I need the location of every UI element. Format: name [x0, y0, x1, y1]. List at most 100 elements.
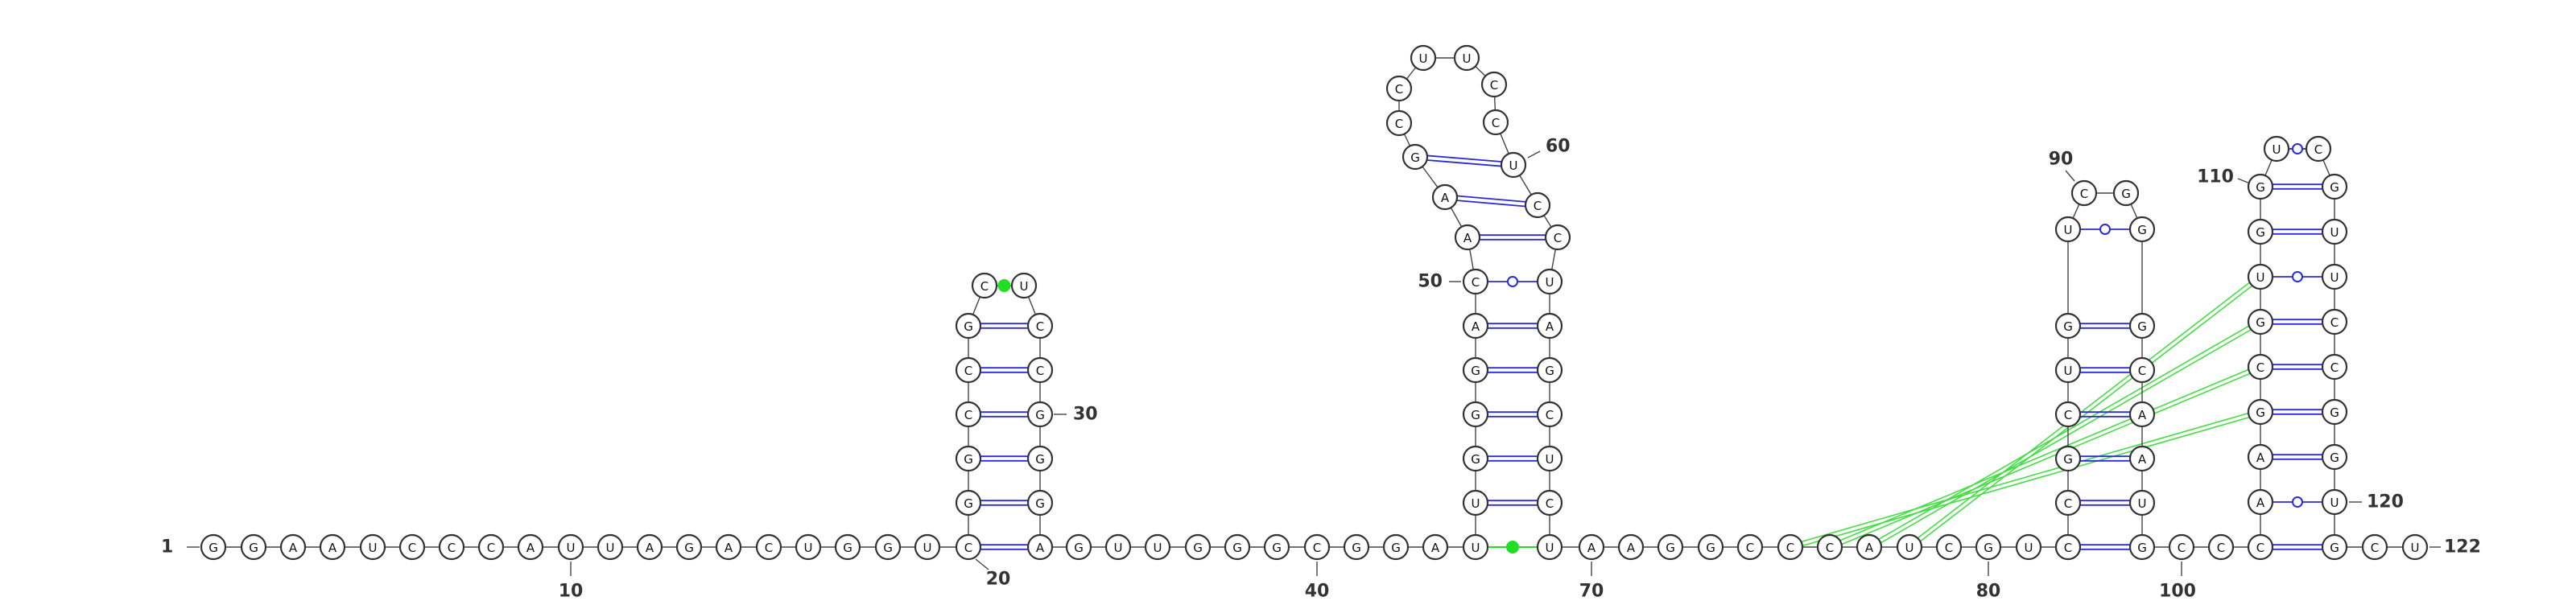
nucleotide-108: G — [2247, 218, 2274, 245]
nucleotide-letter: A — [1865, 541, 1874, 555]
nucleotide-letter: G — [2063, 319, 2073, 334]
nucleotide-circle — [1482, 109, 1509, 136]
nucleotide-circle — [557, 533, 584, 561]
nucleotide-113: U — [2321, 218, 2348, 245]
nucleotide-letter: G — [883, 541, 893, 555]
nucleotide-circle — [1026, 533, 1054, 561]
nucleotide-56: U — [1410, 44, 1437, 72]
nucleotide-circle — [1104, 533, 1132, 561]
nucleotide-letter: A — [289, 541, 298, 555]
nucleotide-27: U — [1010, 272, 1038, 299]
nucleotide-letter: G — [1272, 541, 1282, 555]
nucleotide-circle — [955, 533, 982, 561]
nucleotide-14: A — [715, 533, 742, 561]
nucleotide-letter: G — [2121, 187, 2131, 201]
nucleotide-circle — [1184, 533, 1212, 561]
nucleotide-letter: A — [2256, 496, 2265, 510]
nucleotide-circle — [2054, 533, 2082, 561]
nucleotide-58: C — [1480, 71, 1508, 98]
position-label-50: 50 — [1418, 272, 1443, 292]
position-label-40: 40 — [1305, 582, 1330, 602]
nucleotide-circle — [2070, 179, 2098, 207]
nucleotide-circle — [2401, 533, 2429, 561]
nucleotide-circle — [1657, 533, 1684, 561]
nucleotide-118: G — [2321, 443, 2348, 471]
nucleotide-circle — [2321, 488, 2348, 516]
nucleotide-43: A — [1422, 533, 1449, 561]
nucleotide-letter: G — [1074, 541, 1084, 555]
nucleotide-letter: C — [964, 364, 972, 378]
nucleotide-letter: U — [1114, 541, 1123, 555]
pseudoknot-link-76-105 — [1841, 372, 2251, 545]
nucleotide-circle — [1410, 44, 1437, 72]
nucleotide-circle — [2247, 488, 2274, 516]
nucleotide-letter: C — [2217, 541, 2225, 555]
noncanonical-pair-marker — [997, 279, 1011, 292]
nucleotide-13: G — [675, 533, 703, 561]
nucleotide-circle — [1536, 401, 1563, 428]
nucleotide-120: G — [2321, 533, 2348, 561]
nucleotide-96: A — [2128, 445, 2156, 472]
nucleotide-87: U — [2054, 356, 2082, 384]
nucleotide-circle — [2128, 312, 2156, 340]
nucleotide-93: G — [2128, 312, 2156, 340]
nucleotide-letter: G — [964, 319, 973, 334]
nucleotide-circle — [1462, 401, 1489, 428]
nucleotide-circle — [398, 533, 426, 561]
base-pair-52-61 — [1457, 195, 1526, 203]
nucleotide-letter: G — [2137, 541, 2147, 555]
nucleotide-circle — [597, 533, 624, 561]
nucleotide-letter: G — [1352, 541, 1361, 555]
nucleotide-circle — [2305, 135, 2332, 163]
nucleotide-7: C — [438, 533, 465, 561]
nucleotide-121: C — [2361, 533, 2388, 561]
nucleotide-letter: C — [1492, 116, 1500, 130]
nucleotide-circle — [1536, 268, 1563, 295]
nucleotide-18: G — [874, 533, 902, 561]
nucleotide-letter: C — [1395, 117, 1403, 131]
nucleotide-62: C — [1544, 224, 1571, 251]
nucleotide-letter: U — [1463, 51, 1472, 66]
nucleotide-circle — [1856, 533, 1883, 561]
nucleotide-circle — [2321, 173, 2348, 200]
nucleotide-63: U — [1536, 268, 1563, 295]
nucleotide-circle — [2247, 443, 2274, 471]
nucleotide-letter: C — [1546, 496, 1554, 511]
nucleotide-circle — [2247, 398, 2274, 426]
nucleotide-circle — [1777, 533, 1804, 561]
nucleotide-circle — [2112, 179, 2140, 207]
nucleotide-letter: G — [2256, 225, 2265, 240]
nucleotide-letter: U — [606, 541, 615, 555]
nucleotide-letter: A — [1431, 541, 1440, 555]
nucleotide-29: C — [1026, 356, 1054, 384]
nucleotide-circle — [1431, 183, 1459, 211]
nucleotide-letter: U — [1020, 279, 1029, 294]
nucleotide-circle — [1536, 489, 1563, 517]
nucleotide-22: G — [955, 445, 982, 472]
nucleotide-circle — [1422, 533, 1449, 561]
nucleotide-letter: A — [2138, 452, 2147, 467]
nucleotide-circle — [955, 312, 982, 340]
nucleotide-circle — [1385, 109, 1413, 137]
nucleotide-letter: G — [1035, 496, 1045, 511]
nucleotide-letter: G — [2256, 405, 2265, 420]
nucleotide-letter: C — [448, 541, 456, 555]
nucleotide-circle — [200, 533, 227, 561]
nucleotide-44: U — [1462, 533, 1489, 561]
nucleotide-letter: U — [2064, 223, 2073, 237]
nucleotide-5: U — [359, 533, 386, 561]
nucleotide-circle — [1453, 44, 1480, 72]
nucleotide-41: G — [1343, 533, 1370, 561]
position-tick-90 — [2065, 170, 2075, 182]
nucleotide-90: C — [2070, 179, 2098, 207]
nucleotide-70: A — [1578, 533, 1605, 561]
nucleotide-circle — [1402, 143, 1429, 171]
nucleotide-letter: A — [1463, 231, 1472, 245]
nucleotide-34: G — [1065, 533, 1092, 561]
nucleotide-circle — [319, 533, 346, 561]
nucleotide-111: C — [2305, 135, 2332, 163]
nucleotide-26: C — [971, 272, 998, 299]
nucleotide-letter: C — [2314, 142, 2322, 157]
